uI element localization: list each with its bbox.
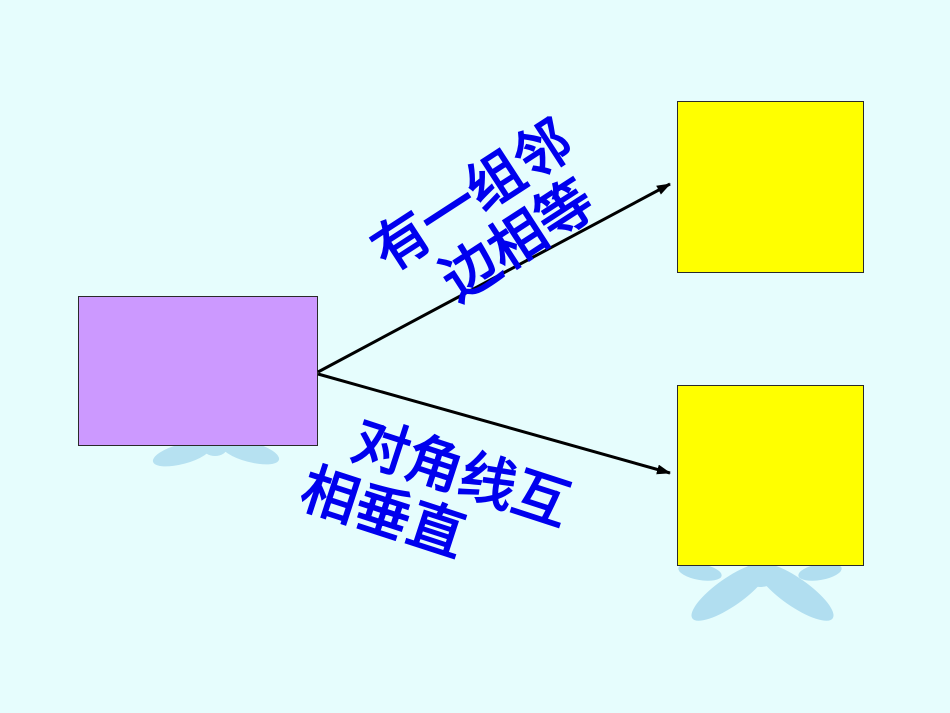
source-shape-box bbox=[78, 296, 318, 446]
arrow-to-top-box bbox=[317, 182, 671, 374]
result-shape-box-bottom bbox=[677, 385, 864, 566]
arrow-to-bottom-box bbox=[317, 372, 671, 475]
flower-decoration-right bbox=[678, 563, 842, 621]
result-shape-box-top bbox=[677, 101, 864, 273]
